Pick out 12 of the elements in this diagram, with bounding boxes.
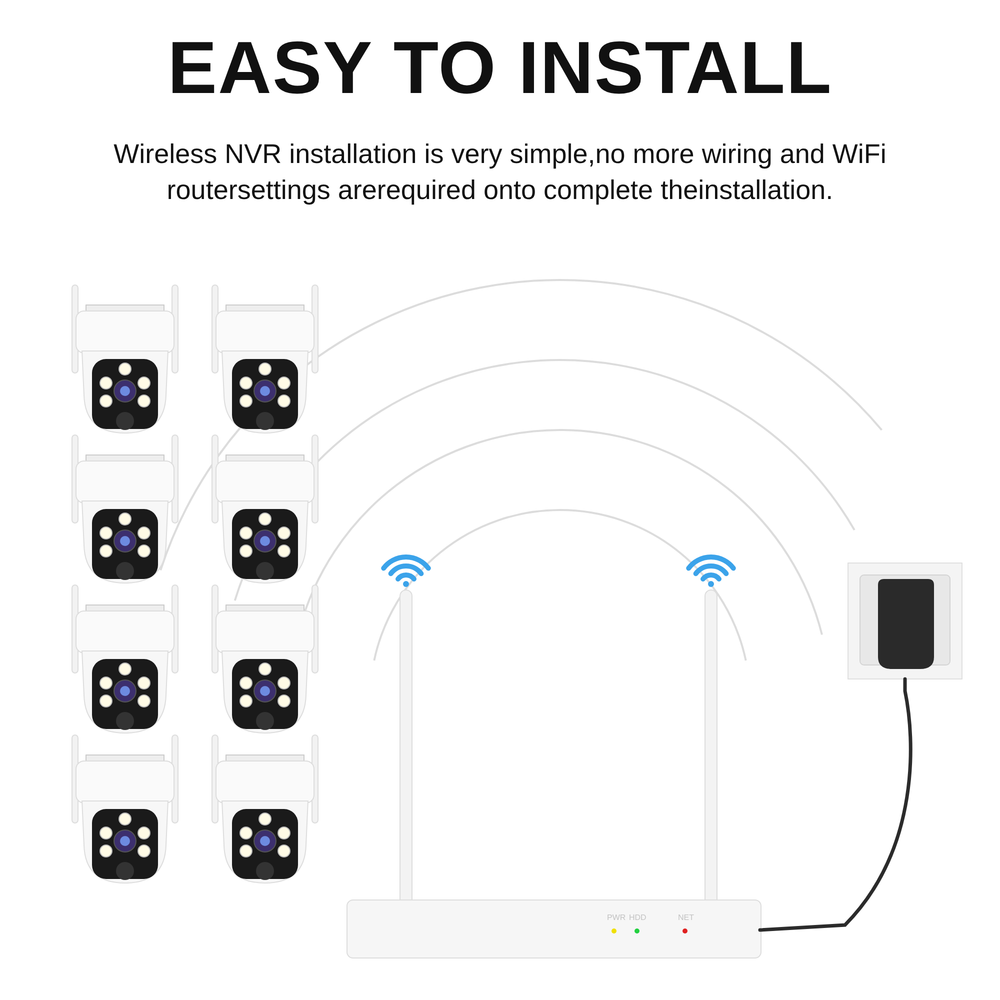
title: EASY TO INSTALL: [166, 28, 834, 108]
camera-drawing: [70, 735, 180, 885]
camera-drawing: [210, 435, 320, 585]
camera-drawing: [210, 285, 320, 435]
camera-drawing: [70, 585, 180, 735]
adapter-drawing: [848, 563, 962, 679]
camera-drawing: [210, 735, 320, 885]
camera-drawing: [70, 435, 180, 585]
camera-drawing: [70, 285, 180, 435]
description-text: Wireless NVR installation is very simple,no more wiring and WiFi routersettings arerequired onto complete theinstallation.: [112, 138, 888, 207]
camera-drawing: [210, 585, 320, 735]
power-cable: [758, 677, 912, 932]
